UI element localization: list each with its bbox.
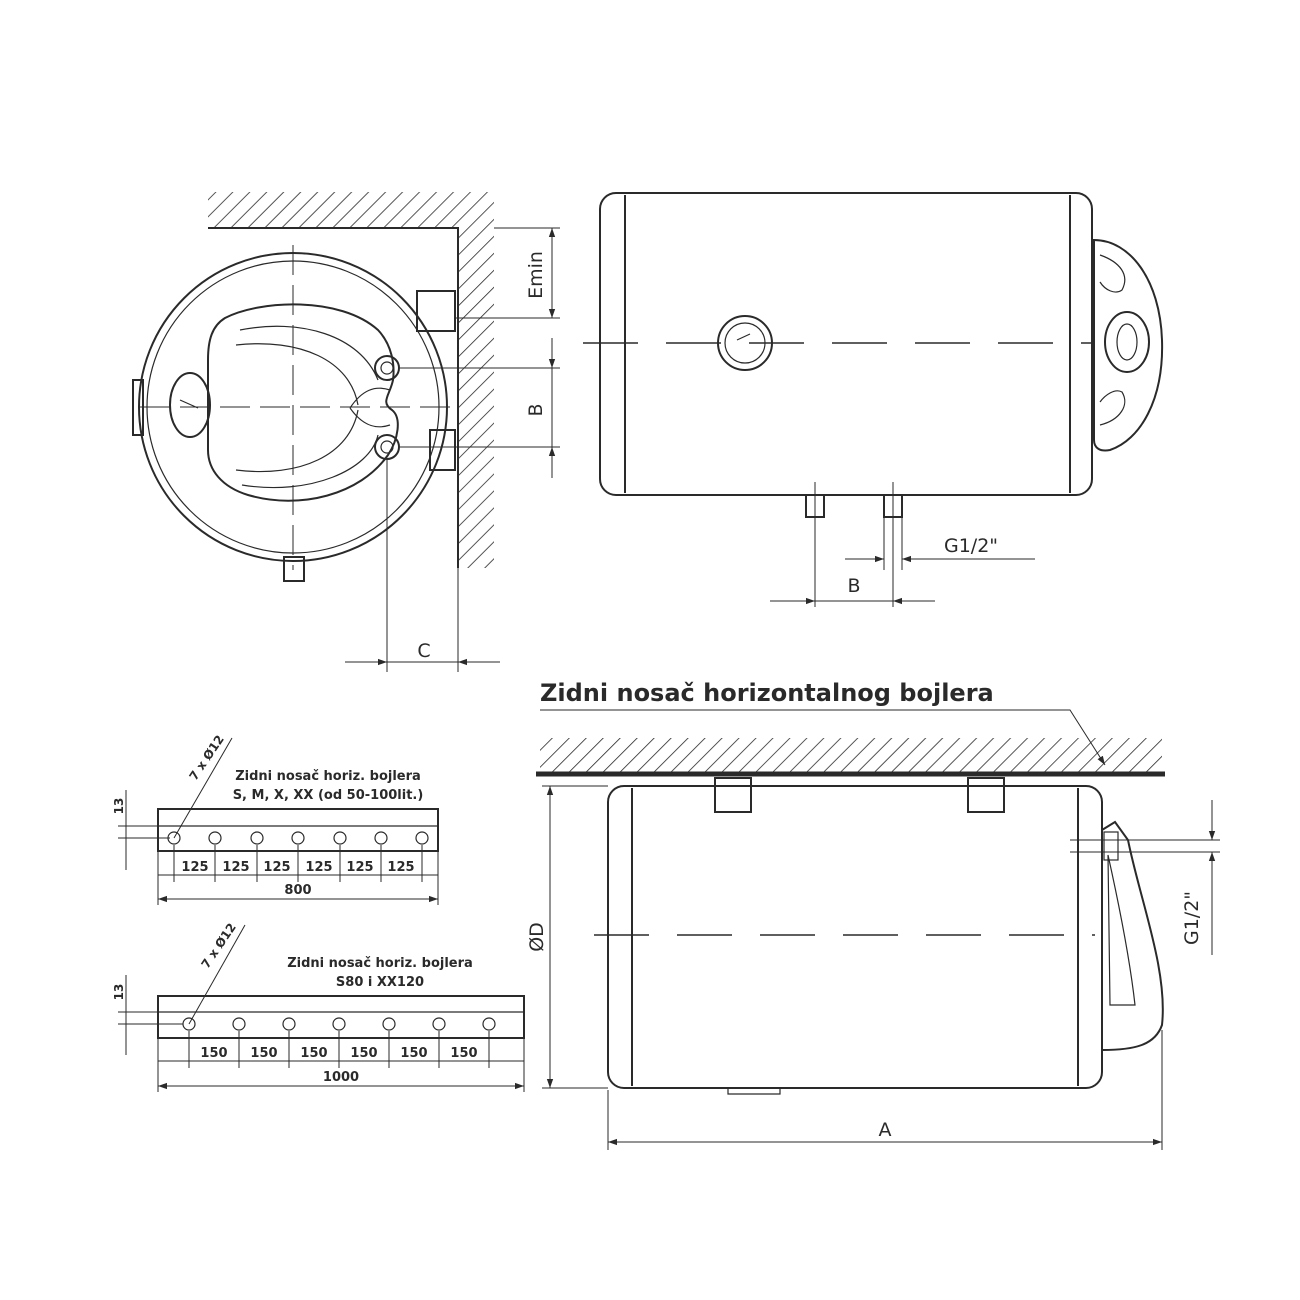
hanger-left — [714, 777, 752, 813]
bracket-small-title-1: Zidni nosač horiz. bojlera — [235, 769, 421, 784]
front-b-label: B — [847, 575, 860, 597]
front-g-label: G1/2" — [944, 535, 998, 557]
bracket-large-spacing: 150 — [450, 1046, 477, 1061]
bracket-large-leader — [188, 924, 246, 1025]
hanger-right — [967, 777, 1005, 813]
bracket-small-title-2: S, M, X, XX (od 50-100lit.) — [233, 788, 424, 803]
bracket-small-hole — [415, 831, 429, 845]
bracket-large-total: 1000 — [323, 1070, 359, 1085]
wall-hatch — [458, 228, 494, 568]
bracket-small-bar — [157, 808, 439, 852]
mount-title: Zidni nosač horizontalnog bojlera — [540, 679, 994, 707]
cover-rib-1 — [239, 325, 379, 381]
bracket-small-spacing: 125 — [263, 860, 290, 875]
bracket-small-hole — [374, 831, 388, 845]
bracket-large-hole — [232, 1017, 246, 1031]
side-b-label: B — [525, 403, 547, 416]
ceiling-hatch — [208, 192, 494, 228]
bracket-small-spacing: 125 — [346, 860, 373, 875]
bracket-large-title-1: Zidni nosač horiz. bojlera — [287, 956, 473, 971]
control-knob — [1104, 311, 1150, 373]
mount-g-label: G1/2" — [1181, 891, 1203, 945]
bracket-large-hole — [482, 1017, 496, 1031]
side-view: Emin B C — [132, 192, 560, 672]
bracket-large-spacing: 150 — [250, 1046, 277, 1061]
bracket-large-height-label: 13 — [112, 984, 126, 1001]
bracket-large-holes — [182, 1017, 496, 1031]
bracket-large-spacing: 150 — [400, 1046, 427, 1061]
wall-hook-lower — [429, 429, 456, 471]
wall-hook — [416, 290, 456, 332]
bracket-large: Zidni nosač horiz. bojlera S80 i XX120 7… — [112, 921, 525, 1092]
thermometer-dial — [169, 372, 211, 438]
bracket-small-total: 800 — [284, 883, 311, 898]
bracket-large-title-2: S80 i XX120 — [336, 975, 424, 990]
mount-a-label: A — [879, 1119, 892, 1141]
bracket-small-hole — [291, 831, 305, 845]
mount-bottom-plate — [727, 1088, 781, 1095]
bracket-small-spacing: 125 — [181, 860, 208, 875]
wall-edge — [208, 227, 459, 568]
bracket-small-spacing: 125 — [387, 860, 414, 875]
bracket-large-hole — [332, 1017, 346, 1031]
bracket-small-hole — [333, 831, 347, 845]
mount-d-label: ØD — [526, 922, 548, 952]
mount-tank-body — [607, 785, 1103, 1089]
front-view: G1/2" B — [583, 192, 1164, 607]
tank-front-body — [599, 192, 1093, 496]
cover-detail-top — [1099, 254, 1126, 293]
cover-shell — [207, 303, 399, 502]
bracket-large-spacing: 150 — [350, 1046, 377, 1061]
control-cover — [1093, 238, 1164, 452]
bracket-large-hole — [382, 1017, 396, 1031]
mount-control-cover — [1101, 820, 1164, 1052]
cover-rib-2 — [235, 343, 359, 406]
mount-cover-inner — [1107, 854, 1136, 1006]
bracket-small-height-label: 13 — [112, 798, 126, 815]
emin-label: Emin — [525, 251, 547, 299]
bracket-small-holes — [167, 831, 429, 845]
pipe-top-outer — [374, 355, 400, 381]
bracket-small-spacing: 125 — [305, 860, 332, 875]
bracket-small: Zidni nosač horiz. bojlera S, M, X, XX (… — [112, 733, 439, 905]
bracket-small-hole — [208, 831, 222, 845]
side-c-label: C — [417, 640, 430, 662]
control-knob-inner — [1116, 323, 1138, 361]
cover-inner-wedge — [349, 387, 391, 428]
bracket-large-bar — [157, 995, 525, 1039]
pipe-top-inner — [380, 361, 394, 375]
bracket-large-spacing: 150 — [300, 1046, 327, 1061]
cover-detail-bottom — [1099, 390, 1126, 426]
bracket-small-spacing: 125 — [222, 860, 249, 875]
cover-rib-3 — [235, 409, 359, 473]
cover-rib-4 — [241, 434, 379, 489]
bracket-small-hole — [250, 831, 264, 845]
mount-ceiling-hatch — [540, 738, 1162, 772]
bracket-large-spacing: 150 — [200, 1046, 227, 1061]
pipe-bottom-inner — [380, 440, 394, 454]
bracket-large-hole — [282, 1017, 296, 1031]
mount-view: Zidni nosač horizontalnog bojlera ØD A — [526, 679, 1220, 1150]
mount-cover-pipe — [1103, 831, 1119, 861]
front-thermometer-needle — [736, 333, 751, 341]
bracket-small-leader — [173, 737, 233, 839]
drain-stub — [283, 556, 305, 582]
bracket-large-hole — [432, 1017, 446, 1031]
